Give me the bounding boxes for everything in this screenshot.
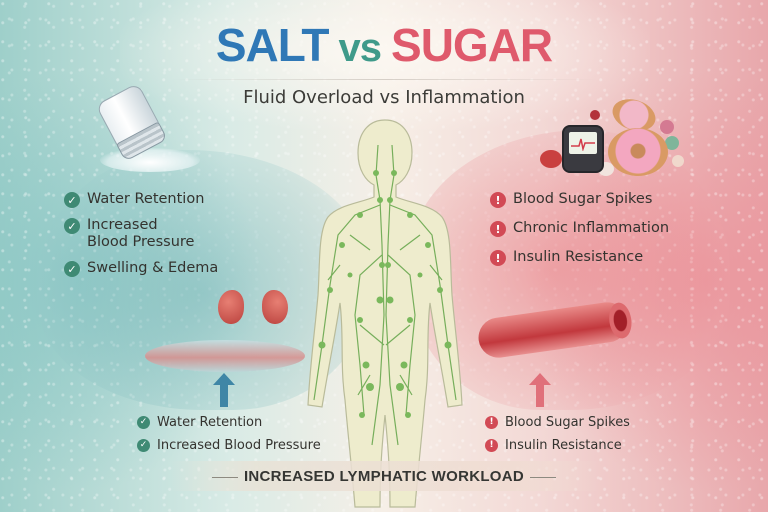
title-sugar: SUGAR [391, 19, 553, 71]
footer-caption: INCREASED LYMPHATIC WORKLOAD [0, 468, 768, 485]
sugar-bottom-effect-item: ! Blood Sugar Spikes [485, 414, 630, 431]
footer-rule-right [530, 476, 557, 478]
check-icon: ✓ [64, 192, 80, 208]
salt-effect-item: ✓ Swelling & Edema [64, 260, 254, 277]
sugar-effects-list: ! Blood Sugar Spikes ! Chronic Inflammat… [490, 191, 710, 278]
up-arrow-icon [529, 373, 551, 407]
sugar-effect-item: ! Insulin Resistance [490, 249, 710, 266]
salt-effects-list: ✓ Water Retention ✓ Increased Blood Pres… [64, 191, 254, 286]
salt-effect-item: ✓ Water Retention [64, 191, 254, 208]
sugar-effect-item: ! Blood Sugar Spikes [490, 191, 710, 208]
sugar-effect-label: Blood Sugar Spikes [513, 191, 653, 207]
salt-effect-label: Increased Blood Pressure [87, 217, 195, 250]
sugar-panel [410, 130, 730, 410]
candy-icon [590, 110, 600, 120]
title-glow [120, 0, 650, 130]
title-salt: SALT [215, 19, 330, 71]
check-icon: ✓ [64, 261, 80, 277]
candy-icon [672, 155, 684, 167]
salt-pile-icon [100, 148, 200, 172]
footer-rule-left [211, 476, 238, 478]
salt-bottom-effect-item: ✓ Increased Blood Pressure [137, 437, 321, 454]
salt-bottom-effect-item: ✓ Water Retention [137, 414, 321, 431]
sugar-bottom-effect-label: Blood Sugar Spikes [505, 415, 630, 430]
glucometer-icon [562, 125, 604, 173]
kidney-icon [218, 290, 244, 324]
footer-band [170, 461, 600, 491]
fluid-vessel-illustration [145, 340, 305, 372]
alert-icon: ! [485, 416, 498, 429]
candy-icon [660, 120, 674, 134]
footer-label: INCREASED LYMPHATIC WORKLOAD [243, 468, 525, 485]
salt-bottom-effects-list: ✓ Water Retention ✓ Increased Blood Pres… [137, 414, 321, 460]
lymphatic-body-figure [307, 119, 463, 508]
candy-icon [540, 150, 562, 168]
title-vs: vs [338, 26, 382, 70]
salt-effect-label: Swelling & Edema [87, 260, 219, 276]
sugar-bottom-effect-item: ! Insulin Resistance [485, 437, 630, 454]
salt-effect-item: ✓ Increased Blood Pressure [64, 217, 254, 251]
candy-icon [665, 136, 679, 150]
kidney-icon [262, 290, 288, 324]
alert-icon: ! [490, 192, 506, 208]
alert-icon: ! [490, 250, 506, 266]
salt-bottom-effect-label: Water Retention [157, 415, 263, 430]
salt-bottom-effect-label: Increased Blood Pressure [157, 438, 321, 453]
sugar-bottom-effect-label: Insulin Resistance [505, 438, 622, 453]
page-subtitle: Fluid Overload vs Inflammation [243, 87, 525, 108]
sugar-effect-label: Chronic Inflammation [513, 220, 670, 236]
alert-icon: ! [490, 221, 506, 237]
title-divider [170, 79, 600, 80]
check-icon: ✓ [64, 218, 80, 234]
check-icon: ✓ [137, 416, 150, 429]
sugar-effect-label: Insulin Resistance [513, 249, 644, 265]
donut-icon [608, 128, 668, 176]
sugar-effect-item: ! Chronic Inflammation [490, 220, 710, 237]
up-arrow-icon [213, 373, 235, 407]
sugar-bottom-effects-list: ! Blood Sugar Spikes ! Insulin Resistanc… [485, 414, 630, 460]
salt-effect-label: Water Retention [87, 191, 205, 207]
check-icon: ✓ [137, 439, 150, 452]
alert-icon: ! [485, 439, 498, 452]
